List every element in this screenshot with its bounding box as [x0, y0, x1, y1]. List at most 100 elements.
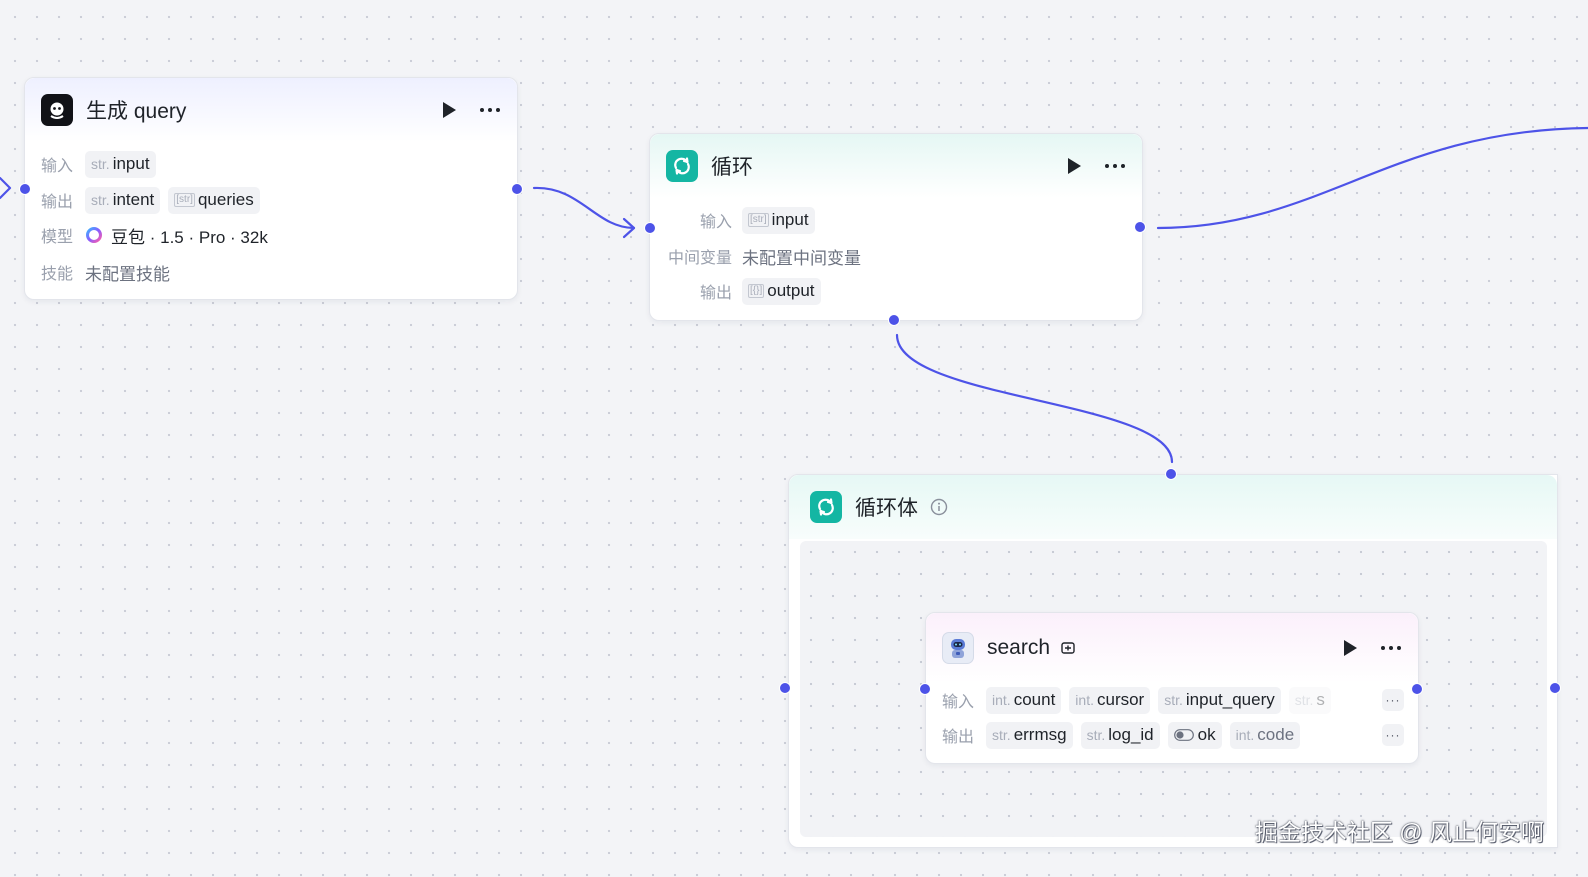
robot-avatar-icon	[942, 632, 974, 664]
more-params-button[interactable]: ···	[1382, 689, 1404, 711]
param-chip[interactable]: int. cursor	[1069, 686, 1151, 714]
input-label: 输入	[699, 214, 732, 231]
node-header: 循环	[650, 134, 1142, 198]
model-row: 模型 豆包 · 1.5 · Pro · 32k	[41, 221, 268, 249]
output-row: 输出 [{}] output	[666, 277, 829, 305]
edge-loop-to-body	[895, 333, 1174, 464]
node-actions	[1066, 134, 1126, 198]
node-title: 循环体	[855, 497, 918, 520]
run-button[interactable]	[1342, 639, 1358, 657]
run-button[interactable]	[441, 101, 457, 119]
param-chip[interactable]: str. log_id	[1080, 721, 1160, 749]
param-name: input	[771, 210, 809, 229]
skills-value: 未配置技能	[85, 264, 171, 284]
input-row: 输入 str. input	[41, 150, 164, 178]
node-loop[interactable]: 循环 输入 [str] input 中间变量 未配置中间变量 输出 [{}] o…	[649, 133, 1143, 321]
doubao-model-icon	[85, 226, 103, 244]
edge-left-entry	[0, 176, 12, 200]
node-generate-query[interactable]: 生成 query 输入 str. input 输出 str. intent [s…	[24, 77, 518, 300]
skills-row: 技能 未配置技能	[41, 258, 170, 286]
param-type: [str]	[748, 213, 769, 227]
more-params-button[interactable]: ···	[1382, 724, 1404, 746]
param-type: [str]	[174, 193, 195, 207]
play-icon	[443, 102, 456, 118]
param-name: errmsg	[1013, 725, 1067, 744]
variable-label: 中间变量	[667, 250, 732, 267]
port-search-output[interactable]	[1411, 683, 1423, 695]
plugin-badge-icon	[1060, 640, 1076, 656]
param-name: count	[1013, 690, 1056, 709]
node-header: search	[926, 613, 1418, 683]
param-chip[interactable]: str. errmsg	[986, 721, 1073, 749]
param-chip[interactable]: [{}] output	[742, 277, 821, 305]
param-type: str.	[1164, 692, 1183, 708]
param-type: str.	[91, 192, 110, 208]
port-loop-input[interactable]	[644, 222, 656, 234]
node-header: 循环体	[789, 475, 1557, 539]
param-type: str.	[91, 156, 110, 172]
play-icon	[1068, 158, 1081, 174]
output-label: 输出	[699, 285, 732, 302]
port-body-inner-input[interactable]	[1549, 682, 1561, 694]
output-row: 输出 str. intent [str] queries	[41, 186, 268, 214]
more-horizontal-icon	[1105, 164, 1125, 168]
param-name: ok	[1197, 725, 1216, 744]
param-chip[interactable]: [str] queries	[168, 186, 260, 214]
edge-loop-to-right	[1156, 126, 1588, 230]
port-loop-body-start[interactable]	[888, 314, 900, 326]
param-name: input	[112, 154, 150, 173]
more-button[interactable]	[479, 107, 501, 113]
llm-bot-icon	[41, 94, 73, 126]
variable-row: 中间变量 未配置中间变量	[666, 242, 861, 270]
loop-icon	[666, 150, 698, 182]
input-label: 输入	[942, 694, 975, 711]
node-actions	[1342, 613, 1402, 683]
param-name: cursor	[1096, 690, 1145, 709]
port-generate-input[interactable]	[19, 183, 31, 195]
input-row: 输入 [str] input	[666, 206, 823, 234]
param-name: code	[1257, 725, 1295, 744]
watermark: 掘金技术社区 @ 风止何安啊	[1254, 819, 1544, 845]
info-icon[interactable]	[930, 498, 948, 516]
node-actions	[441, 78, 501, 142]
model-name: 豆包 · 1.5 · Pro · 32k	[111, 227, 268, 247]
port-loop-body-end[interactable]	[1165, 468, 1177, 480]
more-horizontal-icon	[1381, 646, 1401, 650]
param-chip[interactable]: [str] input	[742, 206, 815, 234]
port-search-input[interactable]	[919, 683, 931, 695]
node-title: 生成 query	[86, 100, 187, 123]
param-name: log_id	[1108, 725, 1154, 744]
loop-icon	[810, 491, 842, 523]
param-chip[interactable]: int. code	[1229, 721, 1301, 749]
param-type: int.	[1235, 727, 1255, 743]
node-title: search	[987, 636, 1051, 659]
param-type: int.	[1075, 692, 1094, 708]
param-chip[interactable]: str. s	[1288, 686, 1331, 714]
skills-label: 技能	[41, 266, 74, 283]
param-chip[interactable]: str. input_query	[1158, 686, 1281, 714]
param-type: str.	[992, 727, 1011, 743]
node-header: 生成 query	[25, 78, 517, 142]
more-button[interactable]	[1104, 163, 1126, 169]
param-chip[interactable]: str. input	[85, 150, 156, 178]
param-type: [{}]	[748, 284, 765, 298]
param-chip[interactable]: str. intent	[85, 186, 161, 214]
more-button[interactable]	[1380, 645, 1402, 651]
port-generate-output[interactable]	[511, 183, 523, 195]
input-row: 输入 int. count int. cursor str. input_que…	[942, 686, 1404, 714]
param-type: str.	[1294, 692, 1314, 708]
output-label: 输出	[942, 729, 975, 746]
output-label: 输出	[41, 194, 74, 211]
run-button[interactable]	[1066, 157, 1082, 175]
param-name: s	[1316, 690, 1325, 709]
param-type: int.	[992, 692, 1011, 708]
param-chip[interactable]: int. count	[986, 686, 1062, 714]
port-loop-output[interactable]	[1134, 221, 1146, 233]
param-name: intent	[112, 190, 155, 209]
param-type: str.	[1086, 727, 1106, 743]
input-label: 输入	[41, 158, 74, 175]
param-chip[interactable]: ok	[1167, 721, 1222, 749]
node-search[interactable]: search 输入 int. count int. cursor	[925, 612, 1419, 764]
port-body-inner-output[interactable]	[779, 682, 791, 694]
play-icon	[1344, 640, 1357, 656]
